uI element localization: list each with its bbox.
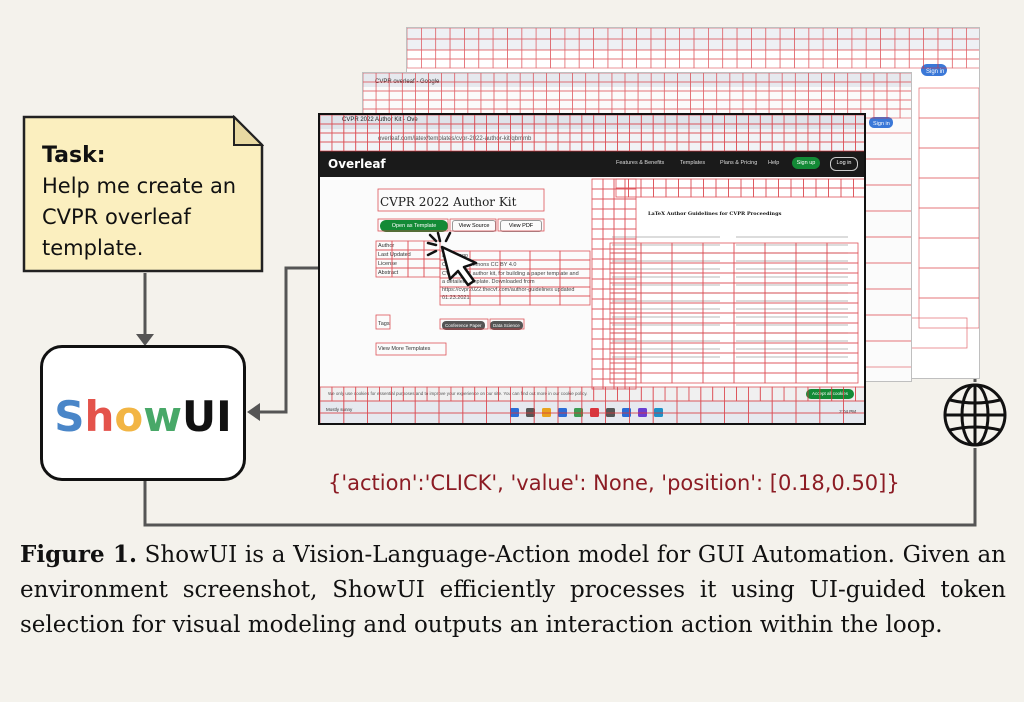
task-heading: Task:	[42, 143, 106, 168]
screenshot-current[interactable]: CVPR 2022 Author Kit - Ove overleaf.com/…	[318, 113, 866, 425]
paper-title: LaTeX Author Guidelines for CVPR Proceed…	[648, 211, 782, 217]
click-cursor-icon	[426, 231, 478, 287]
view-pdf-button[interactable]: View PDF	[500, 220, 542, 232]
taskbar-app-icon[interactable]	[606, 408, 615, 417]
logo-letter: w	[143, 392, 183, 441]
logo-letter: S	[54, 392, 85, 441]
accept-cookies-button[interactable]: Accept all cookies	[806, 389, 854, 399]
cookie-banner: We only use cookies for essential purpos…	[320, 387, 864, 401]
nav-pricing[interactable]: Plans & Pricing	[720, 160, 758, 166]
address-url[interactable]: overleaf.com/latex/templates/cvpr-2022-a…	[378, 136, 532, 142]
taskbar-app-icon[interactable]	[558, 408, 567, 417]
showui-logo: ShowUI	[43, 392, 243, 441]
os-taskbar: Mostly sunny 2:04 PM	[320, 401, 864, 423]
taskbar-app-icon[interactable]	[622, 408, 631, 417]
meta-value-abstract: CVPR 2022 author kit, for building a pap…	[442, 271, 579, 301]
nav-templates[interactable]: Templates	[680, 160, 706, 166]
open-as-template-button[interactable]: Open as Template	[380, 220, 448, 232]
overleaf-logo[interactable]: Overleaf	[328, 157, 386, 171]
taskbar-app-icon[interactable]	[590, 408, 599, 417]
template-title: CVPR 2022 Author Kit	[380, 195, 517, 209]
meta-label-updated: Last Updated	[378, 252, 411, 258]
nav-features[interactable]: Features & Benefits	[616, 160, 665, 166]
logo-letter: U	[182, 392, 217, 441]
taskbar-icons	[510, 408, 663, 417]
cookie-text: We only use cookies for essential purpos…	[328, 391, 588, 396]
svg-text:Sign in: Sign in	[926, 69, 944, 75]
taskbar-app-icon[interactable]	[542, 408, 551, 417]
task-text-block: Task: Help me create an CVPR overleaf te…	[42, 140, 252, 264]
caption-text: ShowUI is a Vision-Language-Action model…	[20, 542, 1006, 638]
task-note	[22, 115, 264, 273]
figure-caption: Figure 1. ShowUI is a Vision-Language-Ac…	[20, 537, 1006, 643]
taskbar-app-icon[interactable]	[574, 408, 583, 417]
logo-letter: h	[84, 392, 115, 441]
caption-label: Figure 1.	[20, 541, 137, 568]
nav-help[interactable]: Help	[768, 160, 780, 166]
weather-widget[interactable]: Mostly sunny	[326, 407, 353, 412]
taskbar-app-icon[interactable]	[654, 408, 663, 417]
taskbar-app-icon[interactable]	[510, 408, 519, 417]
meta-label-abstract: Abstract	[378, 270, 399, 276]
globe-icon	[943, 383, 1007, 447]
overleaf-navbar: Overleaf Features & Benefits Templates P…	[320, 151, 864, 177]
template-info-pane: CVPR 2022 Author Kit Open as Template Vi…	[320, 177, 592, 387]
view-more-templates-link[interactable]: View More Templates	[378, 346, 431, 352]
taskbar-app-icon[interactable]	[526, 408, 535, 417]
task-description: Help me create an CVPR overleaf template…	[42, 174, 237, 260]
meta-label-author: Author	[378, 243, 395, 249]
taskbar-app-icon[interactable]	[638, 408, 647, 417]
ui-token-grid	[320, 115, 864, 423]
logo-letter: I	[216, 392, 232, 441]
meta-value-license: Creative Commons CC BY 4.0	[442, 262, 517, 268]
action-output: {'action':'CLICK', 'value': None, 'posit…	[328, 471, 900, 495]
tag-chip[interactable]: Conference Paper	[442, 321, 485, 330]
browser-address-bar[interactable]: overleaf.com/latex/templates/cvpr-2022-a…	[320, 129, 864, 151]
tag-chip[interactable]: Data Science	[490, 321, 523, 330]
ui-token-grid: Sign in	[407, 28, 979, 349]
svg-text:Sign in: Sign in	[873, 121, 890, 127]
meta-label-license: License	[378, 261, 397, 267]
clock: 2:04 PM	[839, 409, 856, 414]
login-button[interactable]: Log in	[830, 157, 858, 171]
view-source-button[interactable]: View Source	[452, 220, 496, 232]
tags-label: Tags	[378, 321, 390, 327]
showui-model-box: ShowUI	[40, 345, 246, 481]
signup-button[interactable]: Sign up	[792, 157, 820, 169]
logo-letter: o	[114, 392, 144, 441]
